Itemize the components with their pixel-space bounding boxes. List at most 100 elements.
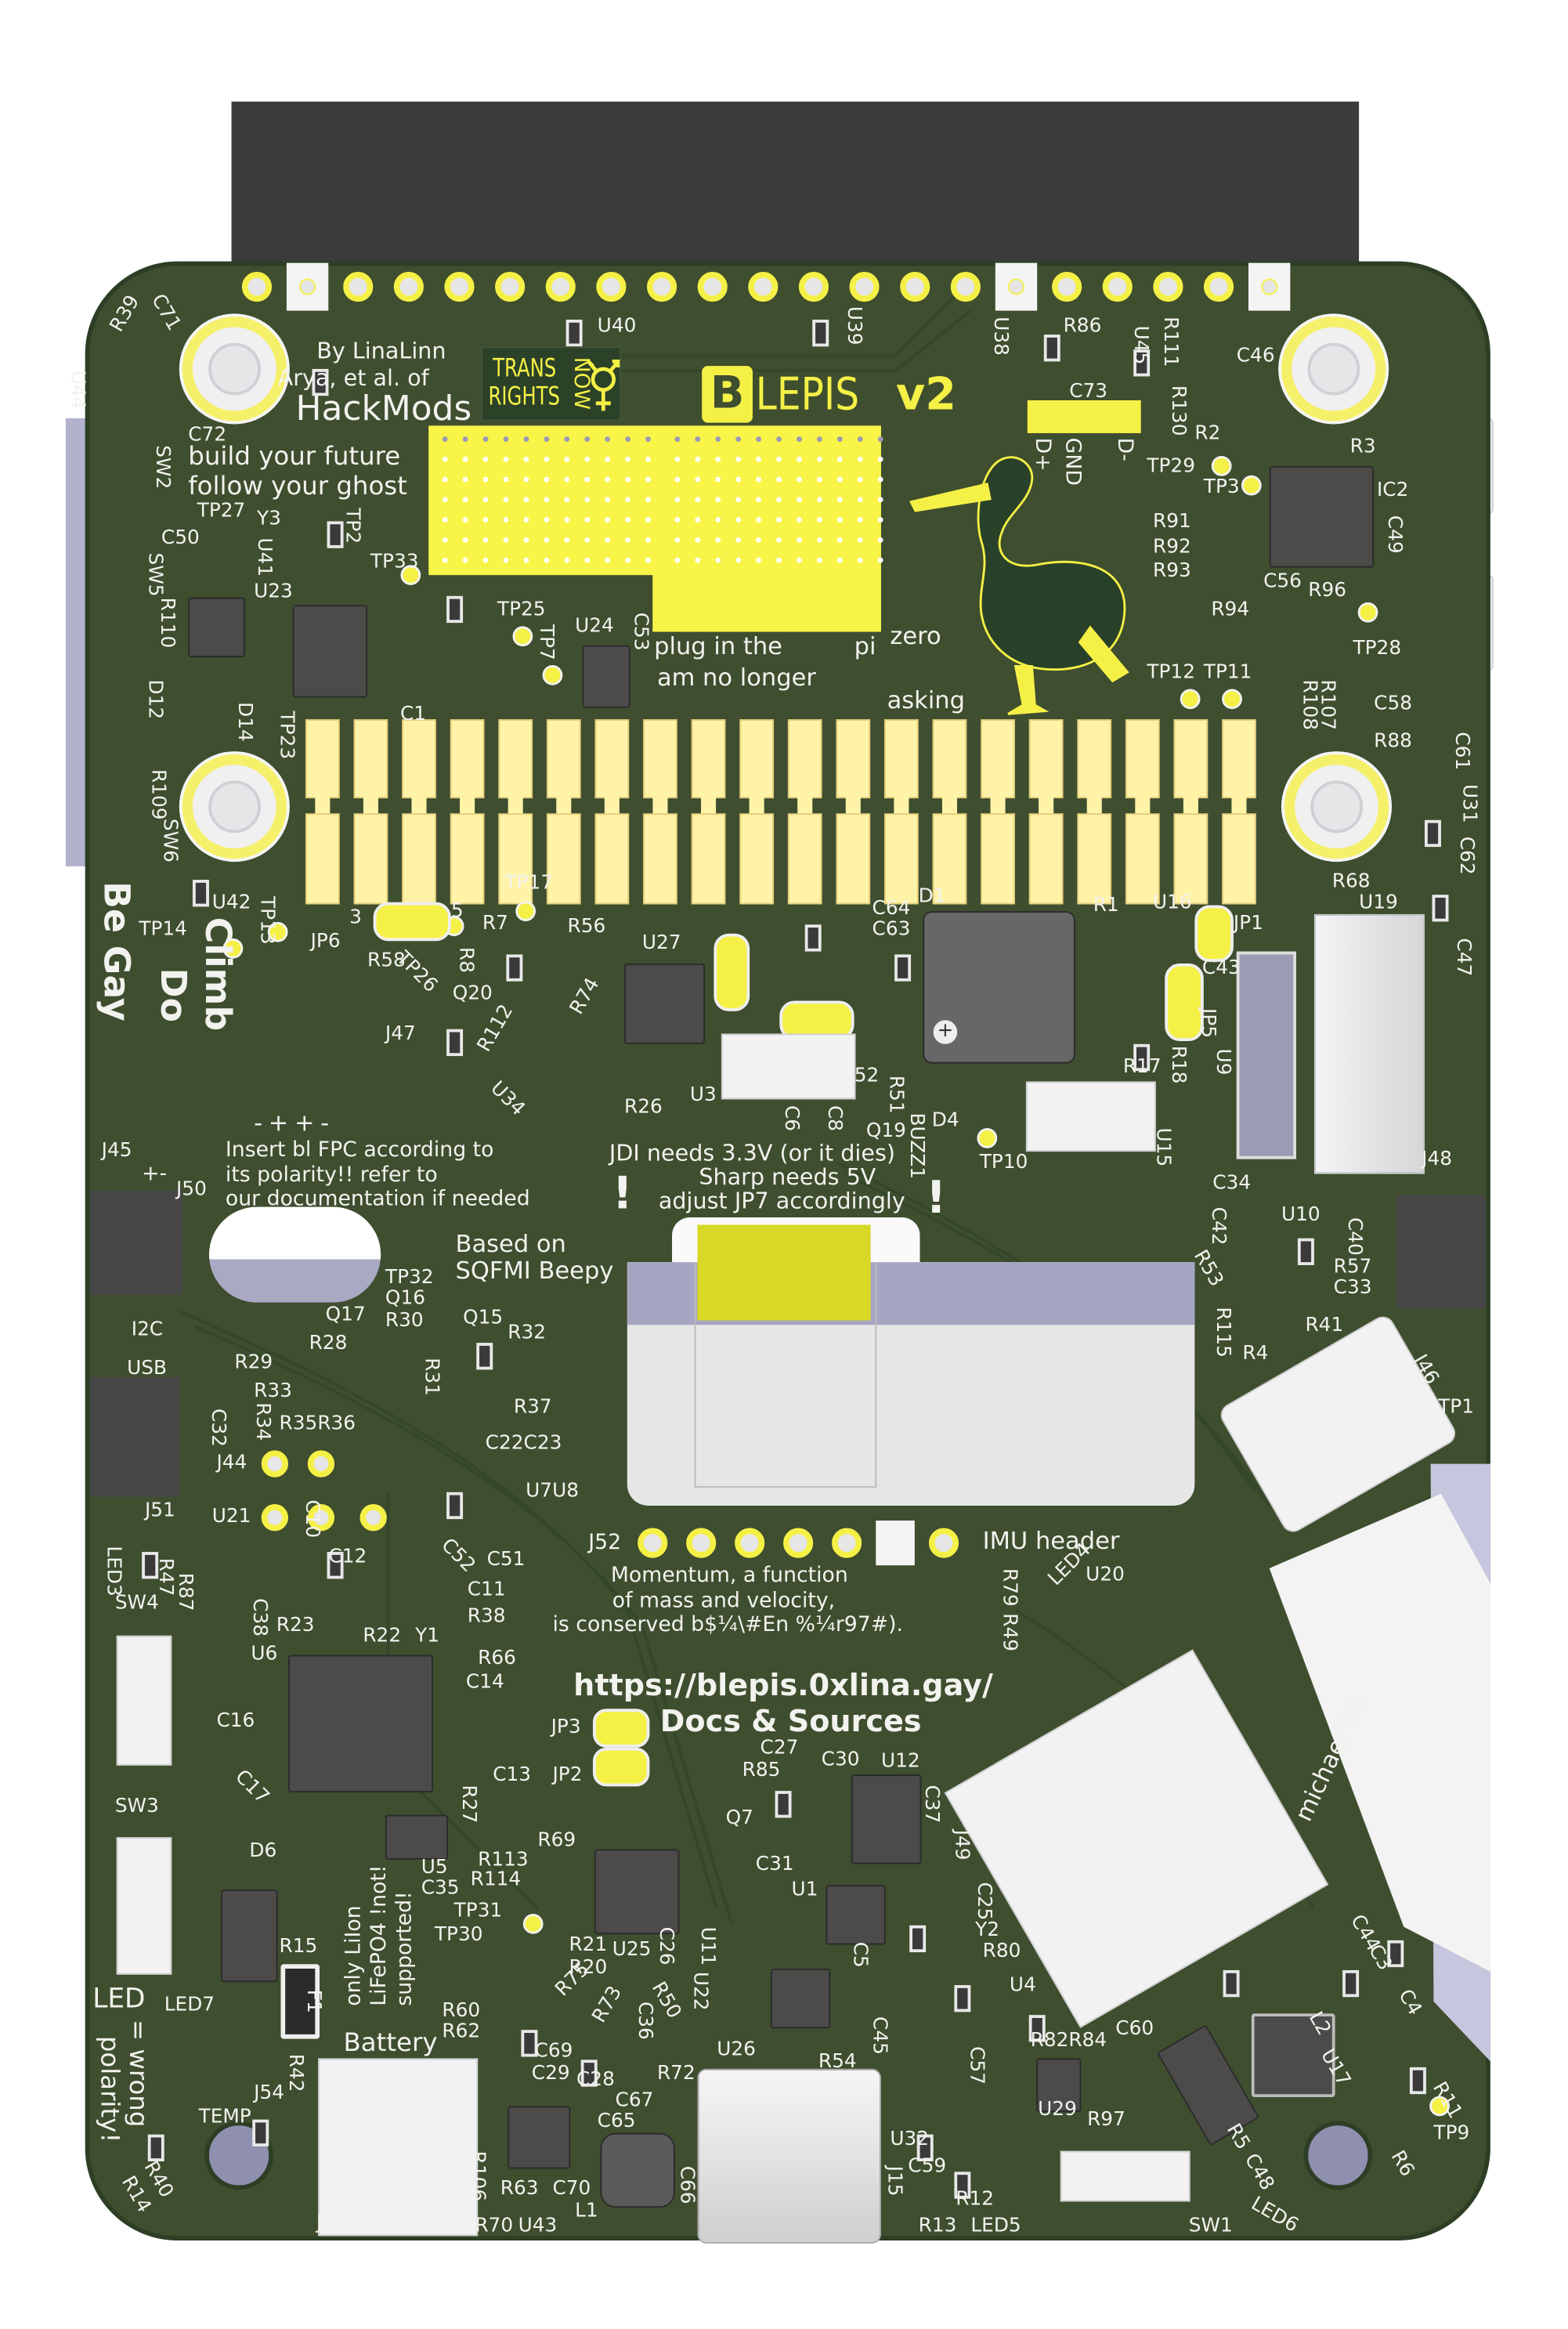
jumper-jp4[interactable] xyxy=(714,933,750,1011)
connector-j46[interactable] xyxy=(1396,1195,1487,1309)
header-pin xyxy=(1153,272,1183,302)
proto-hole xyxy=(564,557,570,563)
proto-hole xyxy=(735,557,742,563)
ref-label: BUZZ1 xyxy=(905,1112,928,1179)
trans-rights-badge: TRANS RIGHTS NOW xyxy=(480,346,622,421)
proto-hole xyxy=(836,476,843,483)
ref-label: 5 xyxy=(450,900,464,924)
test-point xyxy=(515,901,537,921)
ref-label: J47 xyxy=(385,1023,416,1046)
ref-label: R79 xyxy=(997,1568,1021,1607)
ref-label: U39 xyxy=(842,306,865,345)
battery-note-line3: supported! xyxy=(392,1891,417,2006)
proto-hole xyxy=(674,476,681,483)
ref-label: C6 xyxy=(779,1105,802,1132)
jumper-jp6[interactable] xyxy=(373,902,451,942)
ic-u43 xyxy=(508,2106,571,2169)
proto-hole xyxy=(776,456,782,462)
jumper-jp3[interactable] xyxy=(592,1709,650,1748)
header-pin xyxy=(545,272,576,302)
gold-finger-top xyxy=(1125,719,1160,799)
ref-label: R51 xyxy=(883,1075,907,1114)
connector-j50[interactable] xyxy=(89,1190,182,1296)
ref-label: C73 xyxy=(1069,381,1108,403)
jumper-jp5[interactable] xyxy=(1165,963,1204,1041)
test-point xyxy=(1357,602,1378,623)
passive-component xyxy=(147,2134,164,2161)
proto-hole xyxy=(503,497,509,503)
ref-label: R37 xyxy=(513,1396,552,1419)
switch-sw1[interactable] xyxy=(1060,2150,1190,2202)
jumper-jp7[interactable] xyxy=(779,1000,854,1040)
switch-sw4[interactable] xyxy=(116,1635,172,1766)
ref-label: J49 xyxy=(949,1829,973,1861)
ref-label: R34 xyxy=(251,1402,273,1441)
imu-pin xyxy=(928,1528,959,1558)
usb-c-port-j15[interactable] xyxy=(697,2068,881,2244)
proto-hole xyxy=(715,517,721,523)
ref-label: R54 xyxy=(818,2050,857,2074)
ref-label: J45 xyxy=(101,1139,132,1163)
ref-label: D6 xyxy=(249,1840,277,1863)
switch-sw3[interactable] xyxy=(116,1837,172,1975)
fpc-note-line3: our documentation if needed xyxy=(225,1187,530,1212)
proto-hole xyxy=(442,557,448,563)
url-link[interactable]: https://blepis.0xlina.gay/ xyxy=(573,1666,993,1703)
ref-label: C29 xyxy=(531,2063,570,2085)
gold-finger-bottom xyxy=(836,813,871,905)
passive-component xyxy=(1424,819,1441,848)
ref-label: JP2 xyxy=(552,1763,583,1787)
connector-usb[interactable] xyxy=(89,1376,179,1497)
ref-label: LED5 xyxy=(970,2215,1021,2238)
ref-label: TP23 xyxy=(274,711,298,760)
proto-hole xyxy=(715,497,721,503)
ref-label: C26 xyxy=(654,1926,677,1966)
gold-finger-top xyxy=(1222,719,1256,799)
battery-connector-j43[interactable] xyxy=(318,2058,479,2237)
proto-hole xyxy=(442,497,448,503)
inductor-l1 xyxy=(600,2132,675,2208)
ref-label: TP27 xyxy=(197,500,246,523)
proto-hole xyxy=(544,476,550,483)
proto-hole xyxy=(857,476,863,483)
ref-label: USB xyxy=(127,1358,167,1380)
jumper-jp1[interactable] xyxy=(1194,905,1234,962)
fpc-polarity-marks: -++- xyxy=(254,1108,335,1137)
proto-hole xyxy=(584,517,591,523)
ref-label: C13 xyxy=(493,1763,532,1787)
gold-finger-bottom xyxy=(450,813,485,905)
ref-label: R69 xyxy=(537,1829,576,1853)
proto-hole xyxy=(816,476,822,483)
proto-hole xyxy=(674,517,681,523)
ref-label: R60 xyxy=(442,2000,481,2023)
header-pin xyxy=(444,272,475,302)
ref-label: C22C23 xyxy=(485,1432,562,1456)
ref-label: J15 xyxy=(882,2165,905,2197)
display-yellow-tab xyxy=(697,1224,871,1321)
ref-label: R38 xyxy=(467,1605,506,1629)
proto-hole xyxy=(756,476,762,483)
ref-label: R15 xyxy=(279,1936,318,1958)
fpc-connector-u3[interactable] xyxy=(721,1033,856,1100)
fpc-connector-u15[interactable] xyxy=(1025,1081,1156,1152)
proto-hole xyxy=(645,557,651,563)
imu-pin-square xyxy=(876,1521,915,1566)
proto-hole xyxy=(605,537,611,543)
ref-label: U4 xyxy=(1009,1974,1036,1998)
ref-label: C51 xyxy=(486,1549,526,1571)
connector-j48-slim[interactable] xyxy=(1236,951,1297,1159)
proto-hole xyxy=(503,557,509,563)
jumper-jp2[interactable] xyxy=(592,1747,650,1787)
proto-hole xyxy=(625,497,631,503)
ref-label: JP5 xyxy=(1196,1008,1219,1039)
ref-label: R13 xyxy=(918,2215,957,2238)
gold-finger-bottom xyxy=(546,813,581,905)
passive-component xyxy=(1342,1969,1360,1998)
ref-label: C25 xyxy=(972,1882,995,1921)
ref-label: U29 xyxy=(1038,2098,1077,2121)
proto-hole xyxy=(836,497,843,503)
proto-hole xyxy=(523,497,529,503)
connector-white-right[interactable] xyxy=(1313,913,1425,1174)
j44-pin xyxy=(261,1504,288,1532)
ref-label: C47 xyxy=(1451,938,1474,977)
